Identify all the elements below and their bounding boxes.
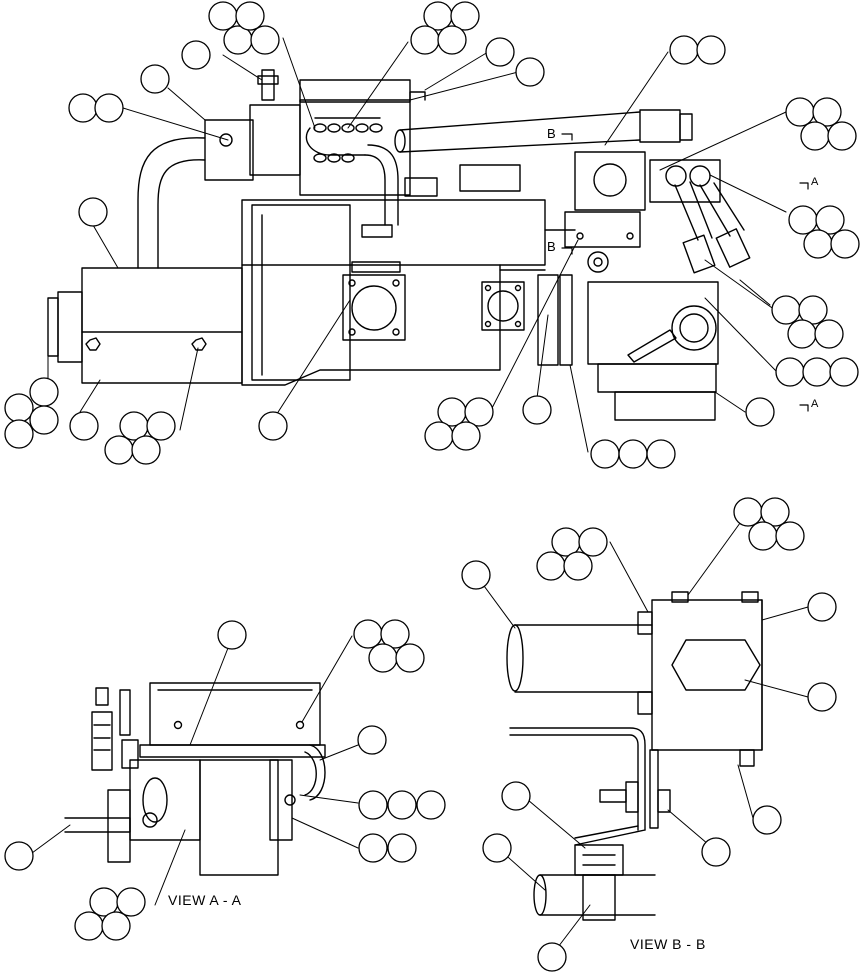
callout-balloon <box>29 405 59 435</box>
callout-balloon <box>814 319 844 349</box>
callout-balloon <box>798 295 828 325</box>
callout-balloon <box>437 25 467 55</box>
view-aa-assembly <box>64 682 326 876</box>
callout-balloon <box>368 643 398 673</box>
callout-balloon <box>752 805 782 835</box>
view-bb-assembly <box>506 591 763 921</box>
callout-balloon <box>522 395 552 425</box>
callout-balloon <box>461 560 491 590</box>
section-marker-a-lower: A <box>811 398 819 410</box>
callout-balloon <box>771 295 801 325</box>
callout-balloon <box>578 527 608 557</box>
callout-balloon <box>101 911 131 941</box>
callout-balloon <box>807 682 837 712</box>
callout-balloon <box>515 57 545 87</box>
callout-balloon <box>358 833 388 863</box>
callout-balloons <box>4 1 860 972</box>
view-bb-caption: VIEW B - B <box>630 936 706 952</box>
callout-balloon <box>4 841 34 871</box>
callout-balloon <box>4 393 34 423</box>
callout-balloon <box>146 411 176 441</box>
callout-balloon <box>733 497 763 527</box>
callout-balloon <box>590 439 620 469</box>
callout-balloon <box>501 781 531 811</box>
callout-balloon <box>235 1 265 31</box>
callout-balloon <box>353 619 383 649</box>
callout-balloon <box>787 319 817 349</box>
callout-balloon <box>94 93 124 123</box>
callout-balloon <box>482 833 512 863</box>
callout-balloon <box>618 439 648 469</box>
callout-balloon <box>208 1 238 31</box>
callout-balloon <box>803 229 833 259</box>
callout-balloon <box>416 790 446 820</box>
callout-balloon <box>451 421 481 451</box>
callout-balloon <box>696 35 726 65</box>
callout-balloon <box>827 121 857 151</box>
callout-balloon <box>395 643 425 673</box>
callout-balloon <box>410 25 440 55</box>
callout-balloon <box>387 833 417 863</box>
callout-balloon <box>669 35 699 65</box>
callout-balloon <box>800 121 830 151</box>
section-marker-b-lower: B <box>547 239 556 254</box>
callout-balloon <box>258 411 288 441</box>
section-marker-a-upper: A <box>811 176 819 188</box>
callout-balloon <box>745 397 775 427</box>
callout-balloon <box>131 435 161 465</box>
callout-balloon <box>760 497 790 527</box>
callout-balloon <box>387 790 417 820</box>
section-marker-b-upper: B <box>547 126 556 141</box>
callout-balloon <box>424 421 454 451</box>
callout-balloon <box>217 620 247 650</box>
callout-balloon <box>104 435 134 465</box>
callout-balloon <box>450 1 480 31</box>
callout-balloon <box>357 725 387 755</box>
callout-balloon <box>181 40 211 70</box>
callout-balloon <box>788 205 818 235</box>
callout-balloon <box>775 357 805 387</box>
callout-balloon <box>812 97 842 127</box>
callout-balloon <box>78 197 108 227</box>
section-arrows <box>561 133 809 412</box>
callout-balloon <box>116 887 146 917</box>
callout-balloon <box>140 64 170 94</box>
callout-balloon <box>748 521 778 551</box>
callout-balloon <box>250 25 280 55</box>
main-assembly <box>47 69 751 421</box>
callout-balloon <box>74 911 104 941</box>
callout-balloon <box>807 592 837 622</box>
callout-balloon <box>646 439 676 469</box>
callout-balloon <box>358 790 388 820</box>
callout-balloon <box>830 229 860 259</box>
callout-balloon <box>536 551 566 581</box>
view-aa-caption: VIEW A - A <box>168 892 242 908</box>
callout-balloon <box>69 411 99 441</box>
callout-balloon <box>785 97 815 127</box>
callout-balloon <box>4 419 34 449</box>
callout-balloon <box>829 357 859 387</box>
callout-balloon <box>485 37 515 67</box>
callout-balloon <box>68 93 98 123</box>
callout-balloon <box>29 377 59 407</box>
callout-balloon <box>563 551 593 581</box>
callout-balloon <box>815 205 845 235</box>
callout-balloon <box>802 357 832 387</box>
callout-balloon <box>537 942 567 972</box>
callout-balloon <box>701 837 731 867</box>
callout-balloon <box>464 397 494 427</box>
callout-balloon <box>380 619 410 649</box>
callout-balloon <box>775 521 805 551</box>
